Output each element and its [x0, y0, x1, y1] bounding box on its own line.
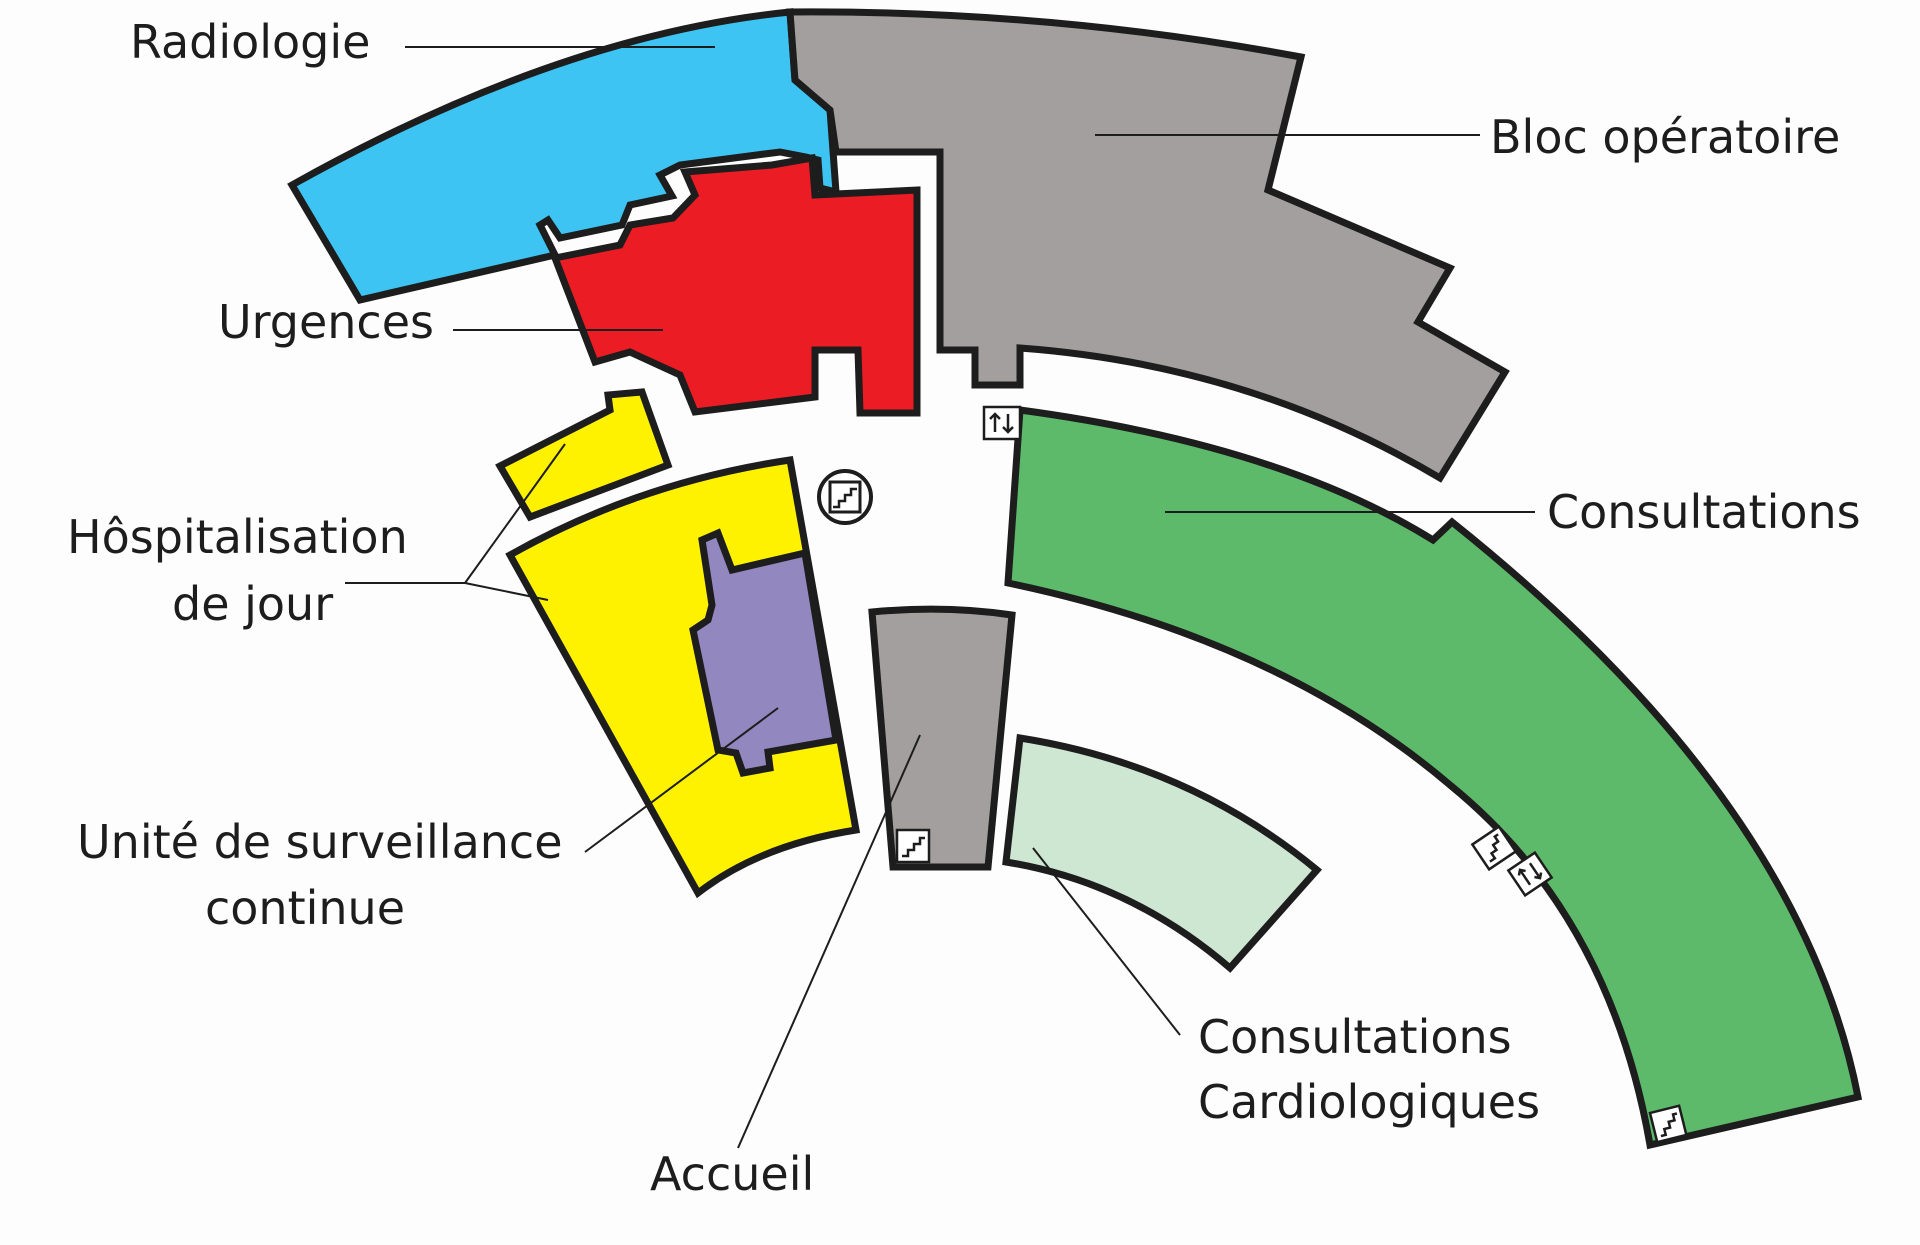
label-urgences: Urgences — [218, 295, 434, 349]
leader-hospitalisation-a — [464, 443, 566, 584]
label-hospitalisation-2: de jour — [172, 577, 333, 631]
usc-zone[interactable] — [689, 528, 841, 777]
urgences-zone[interactable] — [550, 153, 921, 417]
stairs-icon[interactable] — [895, 828, 931, 864]
leader-cardio — [1032, 847, 1181, 1036]
label-hospitalisation-1: Hôspitalisation — [67, 510, 408, 564]
label-radiologie: Radiologie — [130, 15, 370, 69]
consultations-zone[interactable] — [1004, 406, 1863, 1150]
label-bloc-operatoire: Bloc opératoire — [1490, 110, 1840, 164]
label-usc-2: continue — [205, 881, 405, 935]
stairs-icon[interactable] — [1470, 824, 1518, 872]
stairs-icon[interactable] — [817, 469, 873, 525]
elevator-icon[interactable] — [1506, 850, 1554, 898]
label-cardio-1: Consultations — [1198, 1010, 1512, 1064]
stairs-icon[interactable] — [1648, 1104, 1688, 1144]
leader-hospitalisation-b — [464, 582, 549, 601]
leader-lines — [345, 46, 1535, 1149]
accueil-zone[interactable] — [868, 605, 1016, 871]
cardiologie-zone[interactable] — [1002, 733, 1323, 973]
bloc-operatoire-zone[interactable] — [786, 8, 1510, 483]
radiologie-zone[interactable] — [287, 8, 840, 304]
leader-usc — [584, 707, 779, 853]
label-consultations: Consultations — [1547, 485, 1861, 539]
hospitalisation-small-zone[interactable] — [495, 388, 673, 522]
label-accueil: Accueil — [650, 1147, 814, 1201]
labels: Radiologie Bloc opératoire Urgences Cons… — [67, 15, 1861, 1201]
label-usc-1: Unité de surveillance — [77, 815, 563, 869]
elevator-icon[interactable] — [982, 405, 1022, 441]
leader-accueil — [737, 734, 921, 1149]
label-cardio-2: Cardiologiques — [1198, 1075, 1540, 1129]
